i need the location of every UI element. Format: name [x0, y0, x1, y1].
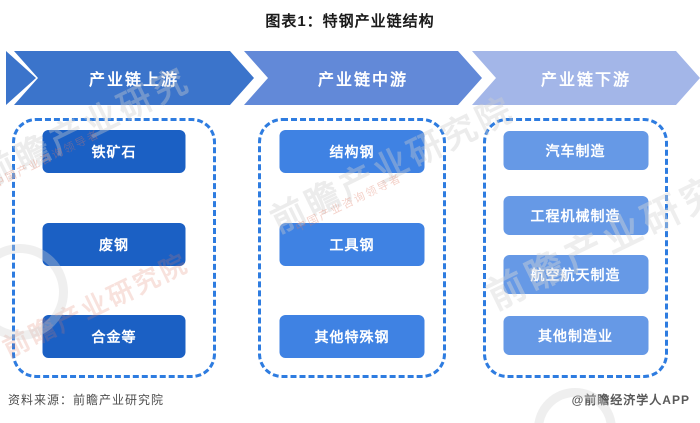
node-auto-manufacturing: 汽车制造 [503, 131, 648, 170]
node-label: 航空航天制造 [530, 266, 621, 283]
node-tool-steel: 工具钢 [279, 223, 425, 266]
node-label: 工程机械制造 [530, 207, 621, 224]
stage-banner-label: 产业链上游 [88, 72, 179, 89]
node-other-manufacturing: 其他制造业 [503, 316, 648, 355]
figure-title: 图表1：特钢产业链结构 [265, 13, 435, 30]
node-iron-ore: 铁矿石 [42, 130, 186, 173]
node-label: 合金等 [91, 328, 137, 345]
stage-banner-downstream: 产业链下游 [472, 51, 700, 105]
node-scrap-steel: 废钢 [42, 223, 186, 266]
node-aerospace-manufacturing: 航空航天制造 [503, 255, 648, 294]
group-downstream: 汽车制造 工程机械制造 航空航天制造 其他制造业 [483, 118, 668, 378]
node-label: 汽车制造 [545, 142, 606, 159]
node-label: 其他制造业 [538, 327, 613, 344]
stage-banner-upstream: 产业链上游 [14, 51, 254, 105]
stage-banner-label: 产业链中游 [317, 72, 408, 89]
group-midstream: 结构钢 工具钢 其他特殊钢 [258, 118, 446, 378]
node-label: 废钢 [99, 236, 129, 253]
node-alloys: 合金等 [42, 315, 186, 358]
stage-banner-label: 产业链下游 [540, 72, 631, 89]
node-other-special-steel: 其他特殊钢 [279, 315, 425, 358]
node-label: 其他特殊钢 [314, 328, 390, 345]
node-label: 铁矿石 [91, 143, 137, 160]
node-label: 工具钢 [329, 236, 375, 253]
source-note: 资料来源：前瞻产业研究院 [8, 393, 165, 407]
stage-banner-midstream: 产业链中游 [244, 51, 482, 105]
group-upstream: 铁矿石 废钢 合金等 [12, 118, 216, 378]
node-machinery-manufacturing: 工程机械制造 [503, 196, 648, 235]
node-structural-steel: 结构钢 [279, 130, 425, 173]
node-label: 结构钢 [329, 143, 375, 160]
credit-note: @前瞻经济学人APP [571, 393, 690, 407]
